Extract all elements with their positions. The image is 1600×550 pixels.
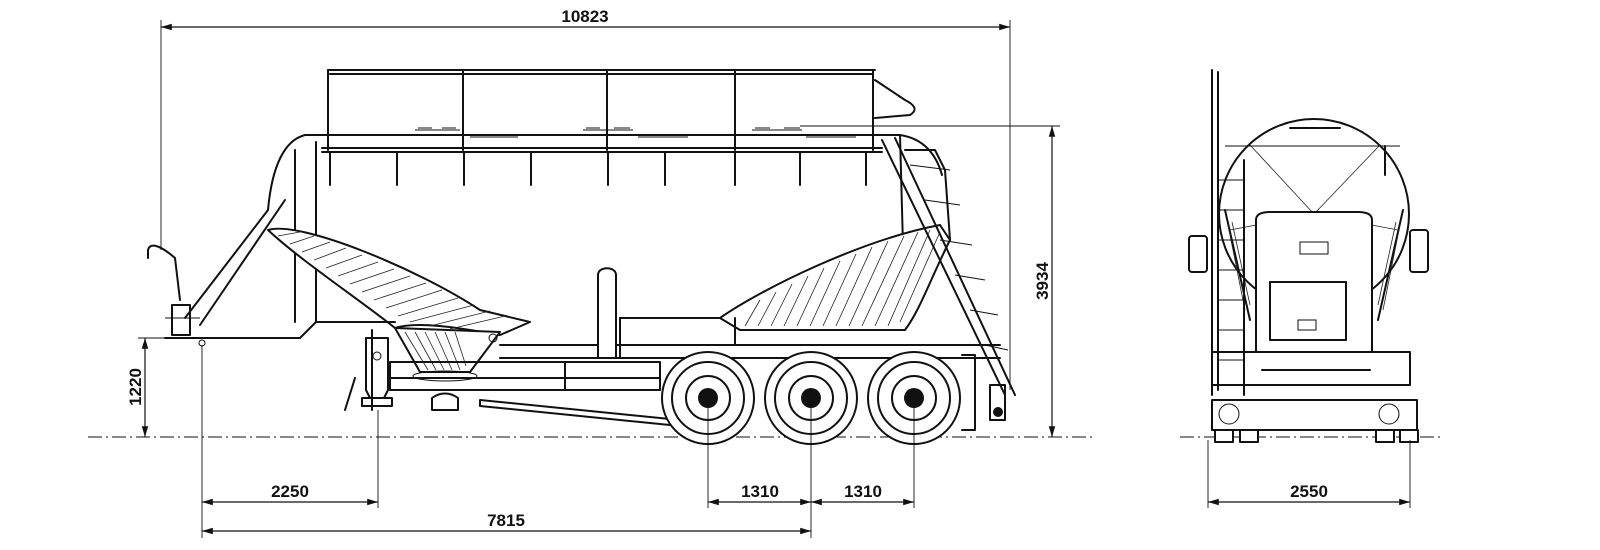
dim-overall-length-label: 10823 [561,7,608,26]
top-handrail [321,69,916,186]
dimension-coupling-height: 1220 [126,337,172,437]
dim-overall-width-label: 2550 [1290,482,1328,501]
rear-bumper [961,354,1006,431]
gooseneck [147,244,396,347]
dimension-kingpin-axle-center: 7815 [202,511,811,535]
rear-hopper [719,224,951,331]
chassis-frame [371,267,1001,427]
dimension-overall-length: 10823 [160,7,1011,390]
tank-body [184,134,943,326]
dimension-overall-height: 3934 [800,125,1060,437]
front-hopper [267,227,531,382]
landing-gear [344,337,393,411]
dimension-axle-spacing: 1310 1310 [707,398,915,538]
dim-axle-spacing-rear-label: 1310 [844,482,882,501]
dim-overall-height-label: 3934 [1033,262,1052,300]
dim-kingpin-landing-gear-label: 2250 [271,482,309,501]
rear-view [1188,69,1429,443]
dim-coupling-height-label: 1220 [126,368,145,406]
dim-kingpin-axle-center-label: 7815 [487,511,525,530]
rear-ladder [881,137,1016,396]
dim-axle-spacing-front-label: 1310 [741,482,779,501]
dimension-kingpin-landing-gear: 2250 [201,345,379,538]
dimension-overall-width: 2550 [1207,440,1411,508]
